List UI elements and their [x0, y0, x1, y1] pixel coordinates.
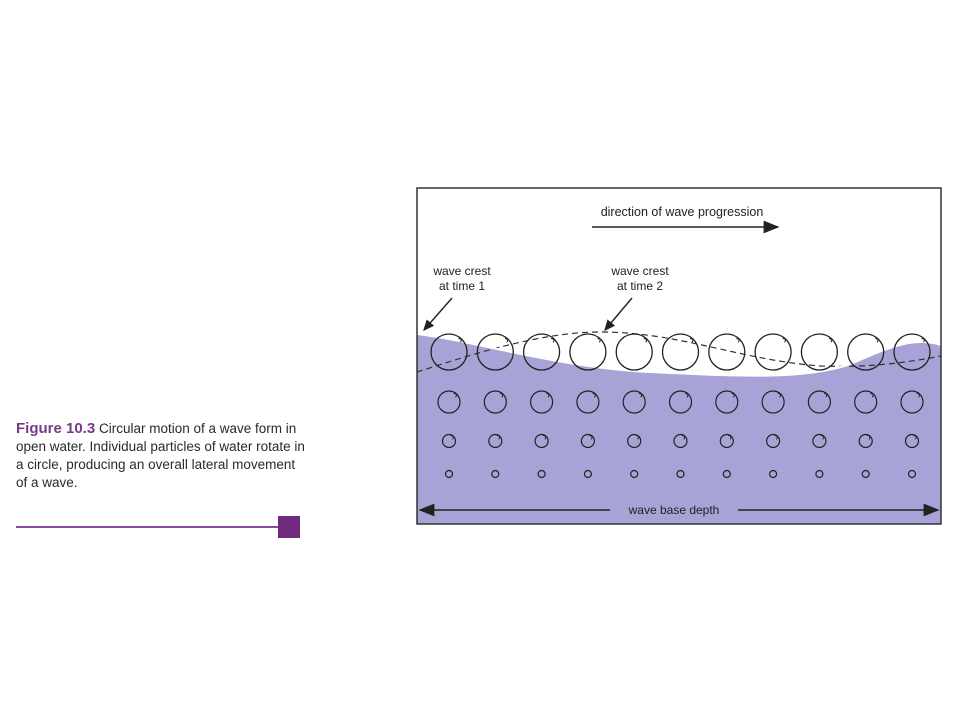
- crest2-label-line1: wave crest: [610, 264, 669, 278]
- wave-base-label: wave base depth: [628, 503, 720, 517]
- orbit-direction-arrowhead: [913, 434, 918, 440]
- orbit-direction-arrowhead: [643, 337, 648, 343]
- orbit-direction-arrowhead: [592, 392, 597, 398]
- orbit-direction-arrowhead: [453, 392, 458, 398]
- crest2-label-line2: at time 2: [617, 279, 663, 293]
- particle-orbit-circle: [430, 333, 468, 371]
- particle-orbit-circle: [708, 333, 746, 371]
- orbit-direction-arrowhead: [870, 392, 875, 398]
- particle-orbit-circle: [722, 469, 731, 479]
- crest1-pointer-arrow: [423, 297, 453, 332]
- orbit-direction-arrowhead: [504, 337, 509, 343]
- crest2-pointer-arrow: [604, 297, 633, 332]
- particle-orbit-circle: [847, 333, 885, 371]
- water-particle-orbits: [430, 333, 931, 479]
- orbit-direction-arrowhead: [638, 392, 643, 398]
- caption-text: Circular motion of a wave form in open w…: [16, 421, 305, 490]
- particle-orbit-circle: [861, 469, 870, 479]
- orbit-direction-arrowhead: [458, 337, 463, 343]
- particle-orbit-circle: [627, 433, 642, 449]
- crest1-label-line1: wave crest: [432, 264, 491, 278]
- particle-orbit-circle: [854, 390, 878, 414]
- orbit-direction-arrowhead: [731, 392, 736, 398]
- particle-orbit-circle: [444, 469, 454, 479]
- orbit-direction-arrowhead: [542, 434, 547, 440]
- particle-orbit-circle: [761, 390, 785, 414]
- orbit-direction-arrowhead: [823, 392, 828, 398]
- particle-orbit-circle: [907, 469, 917, 479]
- particle-orbit-circle: [715, 390, 739, 414]
- particle-orbit-circle: [668, 390, 693, 414]
- particle-orbit-circle: [858, 433, 873, 449]
- particle-orbit-circle: [569, 333, 607, 371]
- orbit-direction-arrowhead: [681, 434, 686, 440]
- orbit-direction-arrowhead: [736, 337, 741, 343]
- particle-orbit-circle: [622, 390, 646, 414]
- particle-orbit-circle: [673, 433, 688, 449]
- particle-orbit-circle: [754, 333, 792, 371]
- figure-caption: Figure 10.3 Circular motion of a wave fo…: [16, 420, 306, 492]
- orbit-direction-arrowhead: [635, 434, 640, 440]
- particle-orbit-circle: [661, 333, 700, 371]
- particle-orbit-circle: [904, 433, 920, 449]
- particle-orbit-circle: [676, 469, 685, 479]
- orbit-direction-arrowhead: [496, 434, 501, 440]
- particle-orbit-circle: [630, 469, 639, 479]
- orbit-direction-arrowhead: [689, 337, 694, 343]
- diagram-frame: [416, 187, 942, 525]
- orbit-direction-arrowhead: [875, 337, 879, 343]
- particle-orbit-circle: [437, 390, 461, 414]
- particle-orbit-circle: [476, 333, 514, 371]
- orbit-direction-arrowhead: [782, 337, 787, 343]
- caption-accent-square: [278, 516, 300, 538]
- orbit-direction-arrowhead: [597, 337, 602, 343]
- water-body: [417, 334, 941, 524]
- orbit-direction-arrowhead: [685, 392, 689, 398]
- orbit-direction-arrowhead: [728, 434, 732, 440]
- orbit-direction-arrowhead: [450, 434, 455, 440]
- caption-divider: [16, 526, 286, 528]
- particle-orbit-circle: [583, 469, 593, 479]
- orbit-direction-arrowhead: [551, 337, 555, 343]
- crest1-label-line2: at time 1: [439, 279, 485, 293]
- particle-orbit-circle: [483, 390, 507, 414]
- particle-orbit-circle: [529, 390, 554, 414]
- particle-orbit-circle: [441, 433, 457, 449]
- orbit-direction-arrowhead: [828, 337, 833, 343]
- water-surface-line: [416, 333, 942, 377]
- particle-orbit-circle: [765, 433, 781, 449]
- direction-label: direction of wave progression: [601, 205, 764, 219]
- particle-orbit-circle: [537, 469, 546, 479]
- orbit-direction-arrowhead: [777, 392, 782, 398]
- figure-label: Figure 10.3: [16, 420, 96, 437]
- orbit-direction-arrowhead: [820, 434, 825, 440]
- particle-orbit-circle: [812, 433, 827, 449]
- orbit-direction-arrowhead: [774, 434, 779, 440]
- orbit-direction-arrowhead: [589, 434, 594, 440]
- orbit-direction-arrowhead: [867, 434, 871, 440]
- orbit-direction-arrowhead: [921, 337, 926, 343]
- particle-orbit-circle: [491, 469, 500, 479]
- particle-orbit-circle: [615, 333, 653, 371]
- particle-orbit-circle: [807, 390, 832, 414]
- particle-orbit-circle: [719, 433, 734, 449]
- particle-orbit-circle: [768, 469, 778, 479]
- particle-orbit-circle: [522, 333, 561, 371]
- particle-orbit-circle: [800, 333, 839, 371]
- particle-orbit-circle: [488, 433, 503, 449]
- particle-orbit-circle: [893, 333, 931, 371]
- particle-orbit-circle: [576, 390, 600, 414]
- particle-orbit-circle: [900, 390, 924, 414]
- orbit-direction-arrowhead: [499, 392, 504, 398]
- particle-orbit-circle: [580, 433, 596, 449]
- orbit-direction-arrowhead: [546, 392, 550, 398]
- particle-orbit-circle: [815, 469, 824, 479]
- orbit-direction-arrowhead: [916, 392, 921, 398]
- particle-orbit-circle: [534, 433, 549, 449]
